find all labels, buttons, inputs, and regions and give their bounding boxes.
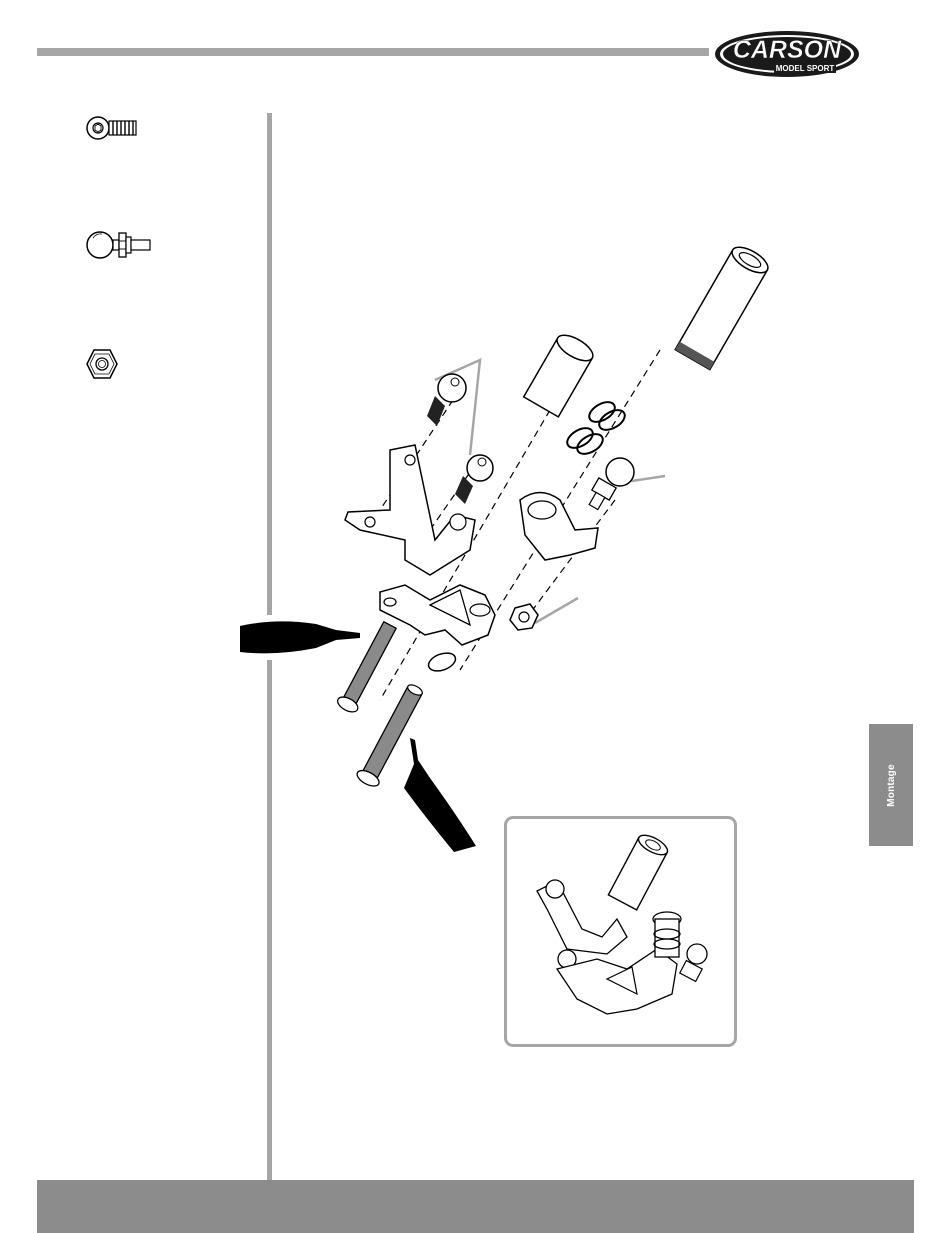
exploded-assembly-diagram <box>230 230 790 870</box>
ball-stud-screw-icon <box>84 112 140 149</box>
footer-bar <box>37 1180 914 1233</box>
section-tab: Montage <box>869 724 913 846</box>
header-rule <box>37 48 709 56</box>
hex-nut-icon <box>84 346 120 387</box>
assembled-view-inset <box>504 816 737 1047</box>
section-tab-label: Montage <box>885 764 896 807</box>
ball-stud-with-nut-icon <box>84 226 154 269</box>
brand-sub: MODEL SPORT <box>776 64 835 73</box>
brand-name: CARSON <box>733 36 842 64</box>
carson-logo: CARSON MODEL SPORT <box>712 28 862 82</box>
